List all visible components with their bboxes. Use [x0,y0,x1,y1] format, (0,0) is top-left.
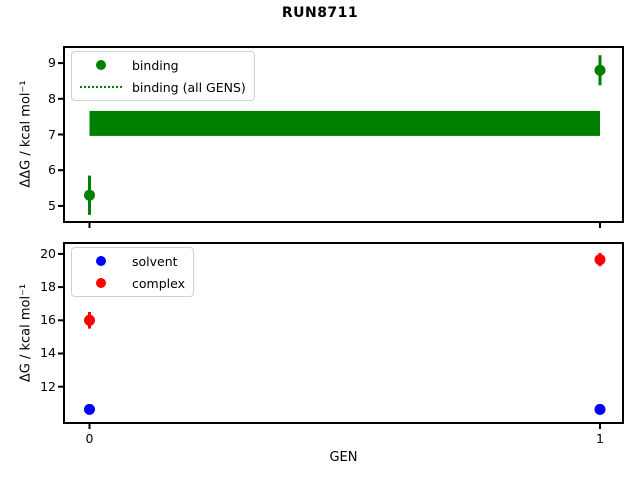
binding-circle-icon [96,60,106,70]
legend-item-binding-all-gens: binding (all GENS) [80,77,246,97]
legend-item-complex: complex [80,273,185,293]
legend-label-binding-all-gens: binding (all GENS) [132,79,246,95]
y-tick-label: 14 [40,345,56,361]
y-tick-label: 7 [48,126,56,142]
y-tick-label: 9 [48,55,56,71]
x-tick-label: 0 [85,431,94,446]
y-tick-label: 16 [40,312,56,328]
binding-point [594,64,606,76]
y-tick-label: 6 [48,162,56,178]
legend-label-solvent: solvent [132,253,178,269]
y-tick-label: 20 [40,245,56,261]
binding-all-gens-band [89,110,600,136]
solvent-point [594,403,606,415]
complex-circle-icon [96,278,106,288]
dotted-line-icon [80,86,122,88]
y-tick-label: 8 [48,90,56,106]
x-axis-label: GEN [329,450,358,465]
binding-point [84,189,95,201]
legend-label-complex: complex [132,275,185,291]
figure-title: RUN8711 [281,5,359,21]
legend-item-binding: binding [80,55,246,75]
x-tick-label: 1 [596,431,604,446]
y-tick-label: 18 [40,279,56,295]
top-panel-legend: binding binding (all GENS) [71,51,255,101]
legend-item-solvent: solvent [80,251,185,271]
bottom-panel-y-axis-label: ΔG / kcal mol⁻¹ [18,283,34,383]
legend-label-binding: binding [132,57,179,73]
y-tick-label: 5 [48,197,56,213]
axes-frame [63,242,624,424]
solvent-point [84,403,95,415]
complex-point [594,254,606,266]
solvent-circle-icon [96,256,106,266]
y-tick-label: 12 [40,378,56,394]
bottom-panel-legend: solvent complex [71,247,194,297]
complex-point [84,314,95,326]
